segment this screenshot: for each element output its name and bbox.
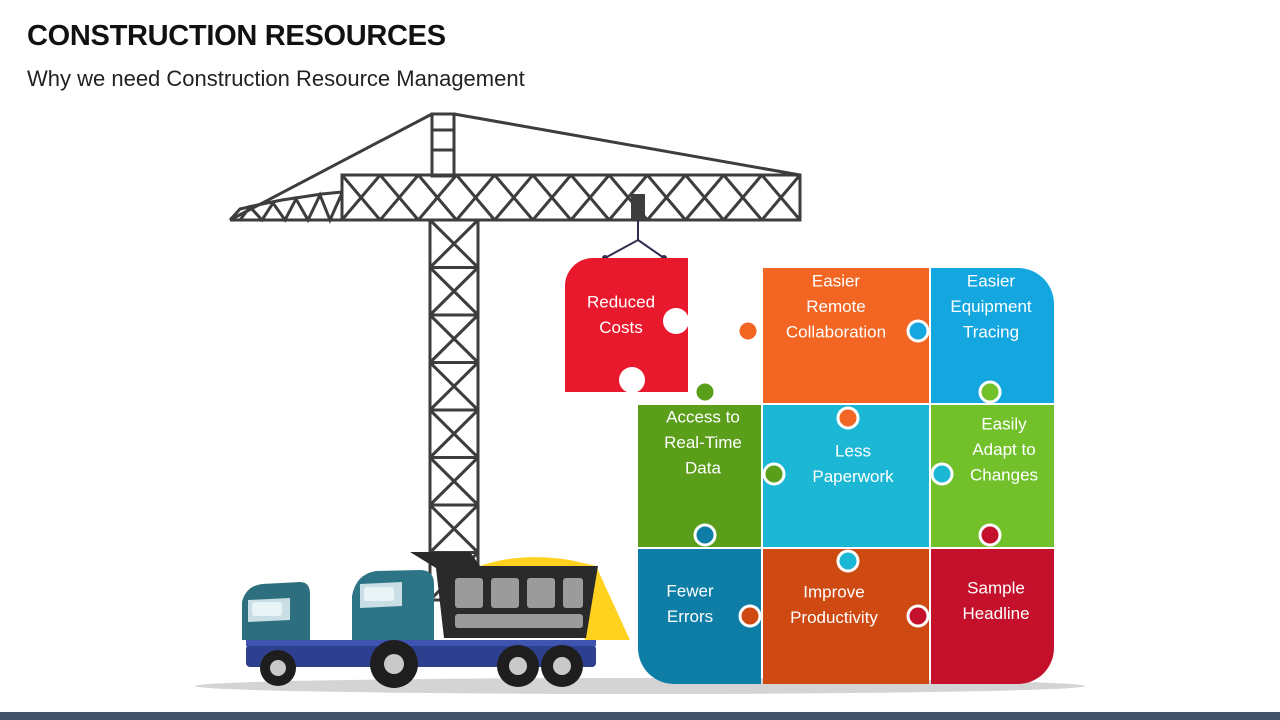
puzzle-piece-remote-collaboration [763, 268, 929, 403]
piece-label-line: Collaboration [786, 323, 886, 342]
piece-label-line: Tracing [963, 323, 1019, 342]
tower-crane-icon [228, 112, 802, 602]
piece-label-line: Fewer [666, 581, 714, 600]
piece-label-line: Paperwork [812, 467, 894, 486]
piece-label-line: Easier [967, 272, 1016, 291]
piece-label-line: Reduced [587, 292, 655, 311]
piece-label-line: Remote [806, 297, 866, 316]
puzzle-piece-equipment-tracing [931, 268, 1054, 403]
piece-label-line: Real-Time [664, 433, 742, 452]
puzzle-piece-real-time-data [638, 405, 761, 547]
piece-label-line: Easily [981, 415, 1027, 434]
piece-label-line: Easier [812, 272, 861, 291]
piece-label-line: Changes [970, 466, 1038, 485]
piece-label-line: Access to [666, 408, 740, 427]
piece-label-line: Adapt to [972, 440, 1035, 459]
piece-label-line: Headline [962, 604, 1029, 623]
puzzle-tabs [693, 319, 1002, 628]
piece-label-line: Data [685, 459, 721, 478]
piece-label-line: Less [835, 441, 871, 460]
footer-bar [0, 712, 1280, 720]
piece-label-line: Improve [803, 582, 864, 601]
page-subtitle: Why we need Construction Resource Manage… [27, 66, 525, 91]
piece-label-line: Sample [967, 578, 1025, 597]
puzzle-piece-sample-headline [931, 549, 1054, 684]
piece-label-line: Errors [667, 607, 713, 626]
piece-label-line: Productivity [790, 608, 878, 627]
piece-label-line: Equipment [950, 297, 1032, 316]
piece-label-line: Costs [599, 318, 642, 337]
page-title: CONSTRUCTION RESOURCES [27, 20, 446, 52]
dump-truck-icon [242, 552, 630, 688]
